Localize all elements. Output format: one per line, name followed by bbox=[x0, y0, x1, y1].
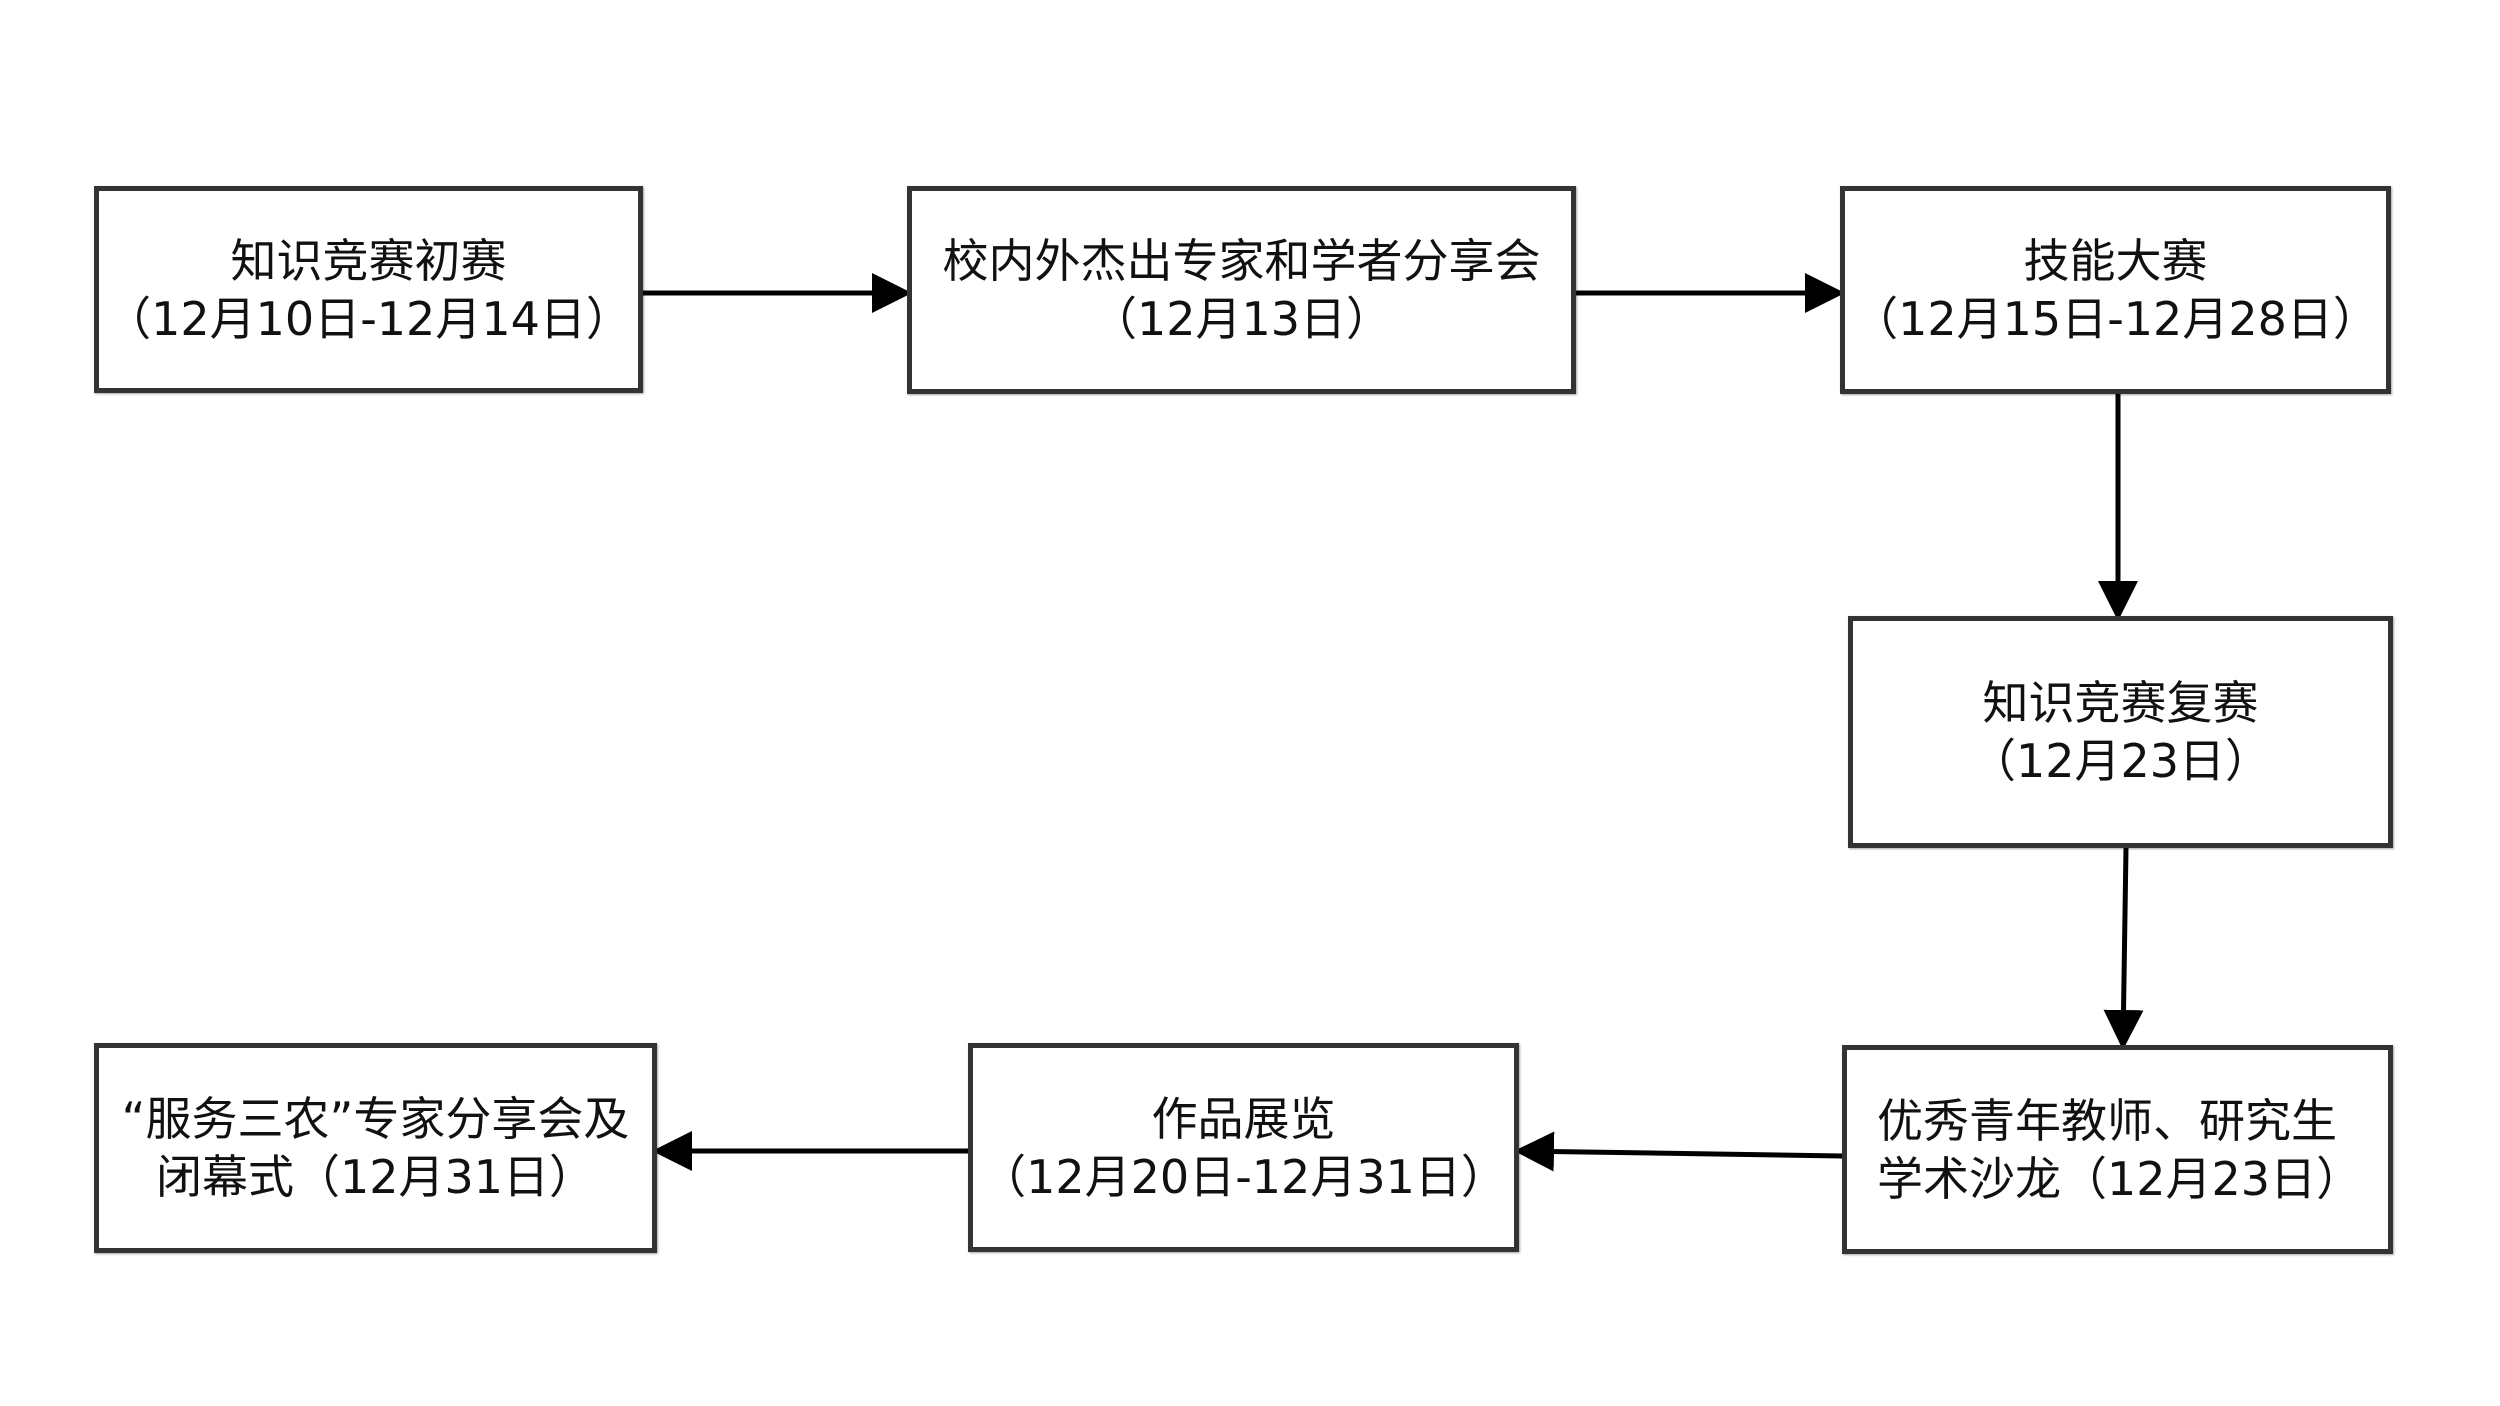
node-works-exhibition: 作品展览 （12月20日-12月31日） bbox=[968, 1043, 1519, 1252]
node-title: “服务三农”专家分享会及 bbox=[121, 1092, 630, 1146]
node-title: 技能大赛 bbox=[2023, 234, 2208, 288]
node-closing-ceremony: “服务三农”专家分享会及 闭幕式（12月31日） bbox=[94, 1043, 657, 1253]
node-date: （12月10日-12月14日） bbox=[105, 291, 632, 346]
node-title: 优秀青年教师、研究生 bbox=[1877, 1093, 2337, 1148]
node-date: （12月15日-12月28日） bbox=[1852, 292, 2379, 346]
node-skills-contest: 技能大赛 （12月15日-12月28日） bbox=[1840, 186, 2391, 394]
node-knowledge-contest-preliminary: 知识竞赛初赛 （12月10日-12月14日） bbox=[94, 186, 643, 393]
node-date: （12月20日-12月31日） bbox=[980, 1149, 1507, 1204]
node-title: 知识竞赛复赛 bbox=[1982, 676, 2259, 730]
arrow-n5-to-n6 bbox=[1514, 1131, 1843, 1172]
node-date: （12月23日） bbox=[1969, 734, 2272, 788]
node-date: （12月13日） bbox=[1090, 292, 1393, 346]
node-title: 校内外杰出专家和学者分享会 bbox=[942, 234, 1541, 288]
node-expert-scholar-sharing: 校内外杰出专家和学者分享会 （12月13日） bbox=[907, 186, 1576, 394]
node-academic-salon: 优秀青年教师、研究生 学术沙龙（12月23日） bbox=[1842, 1045, 2393, 1254]
arrow-n4-to-n5 bbox=[2103, 847, 2144, 1050]
node-title: 作品展览 bbox=[1151, 1091, 1336, 1146]
node-title: 知识竞赛初赛 bbox=[230, 233, 507, 288]
node-knowledge-contest-semifinal: 知识竞赛复赛 （12月23日） bbox=[1848, 616, 2393, 848]
node-date: 学术沙龙（12月23日） bbox=[1877, 1151, 2363, 1206]
node-date: 闭幕式（12月31日） bbox=[155, 1150, 596, 1204]
